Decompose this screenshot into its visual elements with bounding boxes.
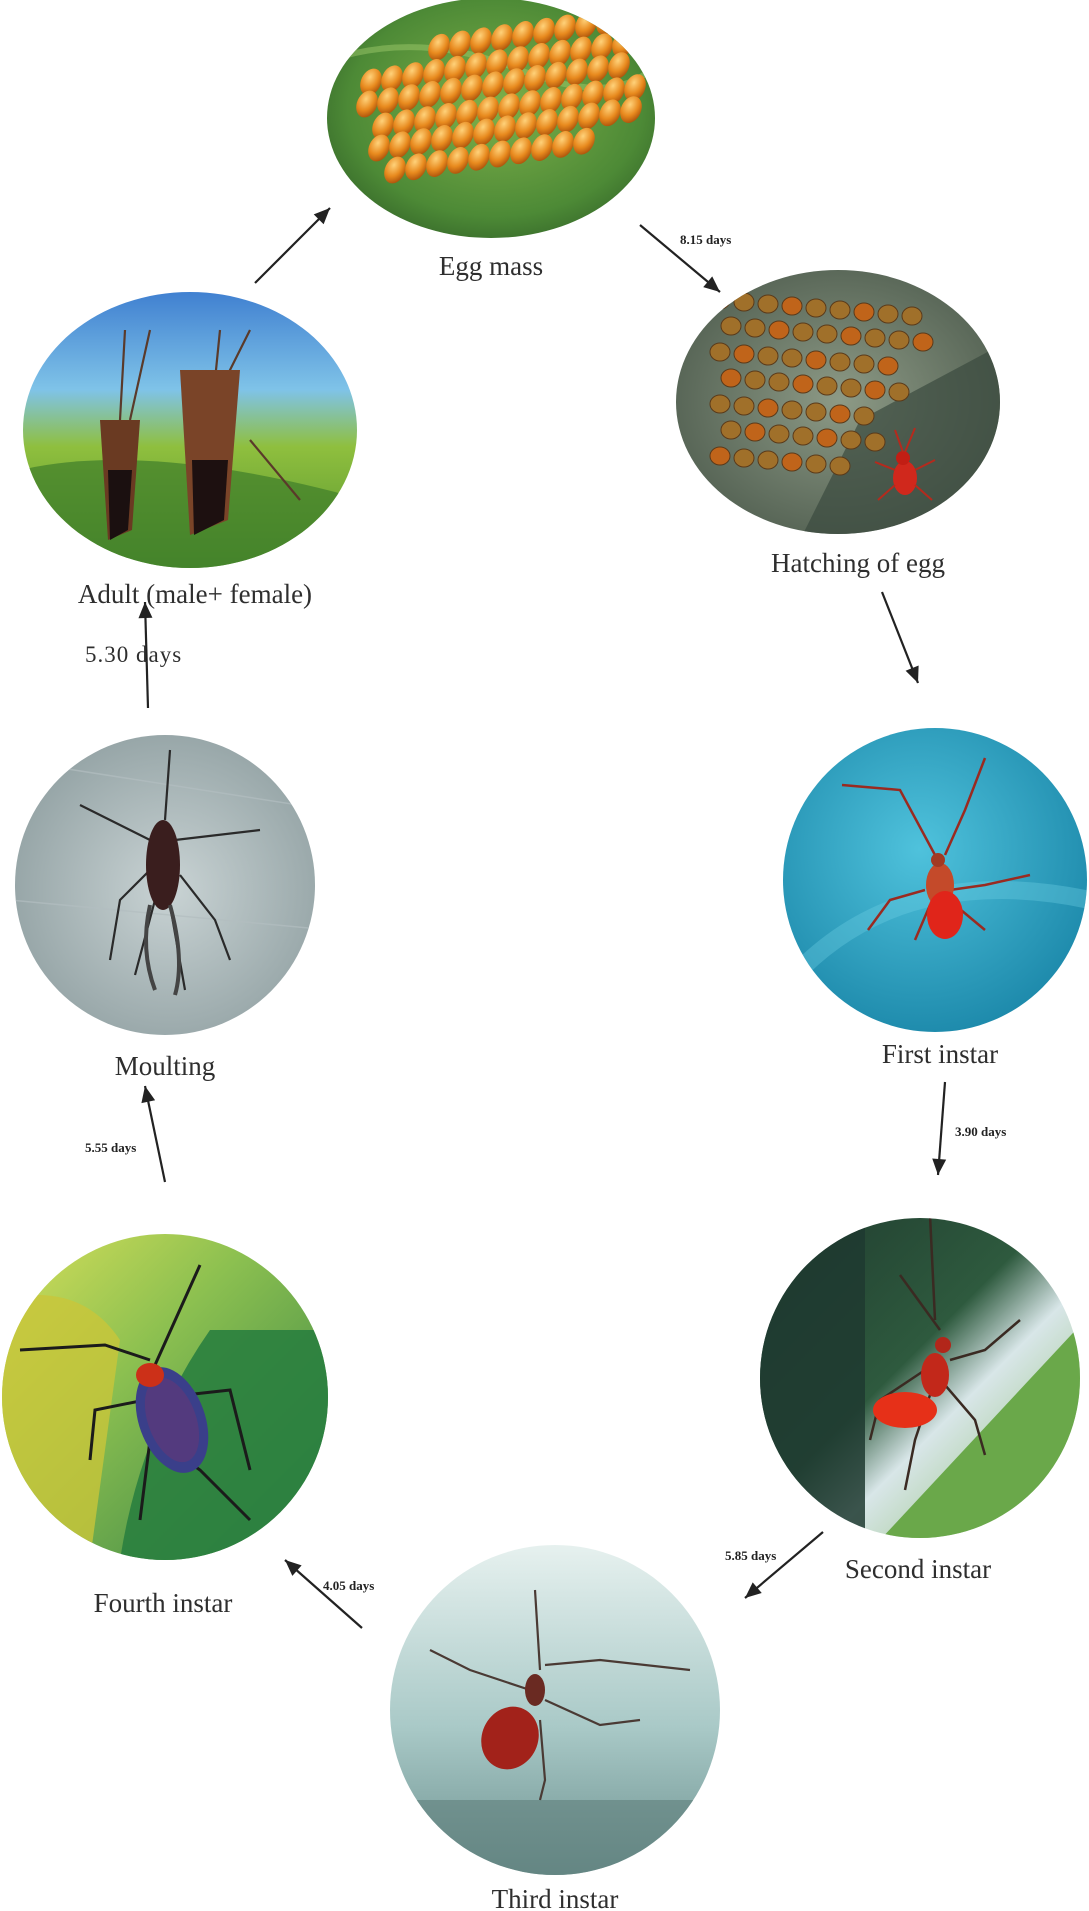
duration-fourth-to-moult: 5.55 days	[85, 1140, 136, 1155]
egg-shell	[721, 369, 741, 387]
egg-shell	[830, 405, 850, 423]
egg-shell	[902, 307, 922, 325]
adult-photo	[20, 290, 365, 575]
egg-shell	[806, 299, 826, 317]
egg-shell	[793, 375, 813, 393]
duration-moult-to-adult: 5.30 days	[85, 642, 182, 667]
egg-shell	[745, 371, 765, 389]
egg-shell	[913, 333, 933, 351]
egg-shell	[745, 319, 765, 337]
third-instar-photo	[385, 1540, 725, 1880]
label-adult: Adult (male+ female)	[78, 579, 312, 609]
egg-shell	[734, 397, 754, 415]
egg-shell	[830, 457, 850, 475]
egg-shell	[734, 345, 754, 363]
egg-shell	[769, 373, 789, 391]
egg-shell	[841, 431, 861, 449]
egg-shell	[782, 453, 802, 471]
fourth-instar-photo: 22	[0, 1230, 330, 1560]
egg-shell	[758, 295, 778, 313]
egg-shell	[745, 423, 765, 441]
egg-shell	[817, 429, 837, 447]
label-hatching: Hatching of egg	[771, 548, 945, 578]
egg-shell	[710, 395, 730, 413]
duration-second-to-third: 5.85 days	[725, 1548, 776, 1563]
egg-shell	[865, 329, 885, 347]
moulting-photo	[10, 730, 330, 1050]
first-instar-photo	[780, 725, 1089, 1035]
duration-third-to-fourth: 4.05 days	[323, 1578, 374, 1593]
egg-shell	[865, 433, 885, 451]
egg-shell	[854, 303, 874, 321]
egg-shell	[854, 355, 874, 373]
egg-shell	[817, 325, 837, 343]
egg-shell	[782, 297, 802, 315]
egg-shell	[806, 351, 826, 369]
egg-shell	[878, 357, 898, 375]
egg-shell	[782, 349, 802, 367]
egg-shell	[806, 455, 826, 473]
arrow-head-icon	[932, 1159, 946, 1175]
egg-shell	[817, 377, 837, 395]
egg-shell	[782, 401, 802, 419]
egg-shell	[710, 291, 730, 309]
label-first-instar: First instar	[882, 1039, 998, 1069]
duration-egg-to-hatch: 8.15 days	[680, 232, 731, 247]
egg-shell	[710, 447, 730, 465]
photo-mark: 22	[283, 1509, 295, 1521]
egg-shell	[878, 305, 898, 323]
egg-shell	[841, 327, 861, 345]
arrow-head-icon	[906, 666, 919, 683]
egg-shell	[721, 317, 741, 335]
second-instar-photo	[755, 1215, 1085, 1545]
egg-shell	[793, 427, 813, 445]
egg-shell	[734, 293, 754, 311]
label-second-instar: Second instar	[845, 1554, 991, 1584]
egg-shell	[830, 353, 850, 371]
egg-shell	[758, 399, 778, 417]
label-third-instar: Third instar	[492, 1884, 619, 1911]
egg-shell	[758, 451, 778, 469]
duration-first-to-second: 3.90 days	[955, 1124, 1006, 1139]
egg-shell	[889, 383, 909, 401]
egg-shell	[854, 407, 874, 425]
egg-shell	[793, 323, 813, 341]
egg-shell	[769, 425, 789, 443]
egg-shell	[721, 421, 741, 439]
egg-shell	[865, 381, 885, 399]
egg-shell	[758, 347, 778, 365]
egg-shell	[734, 449, 754, 467]
arrow-head-icon	[141, 1086, 155, 1103]
hatching-photo	[670, 260, 1010, 540]
egg-mass-photo	[320, 0, 670, 250]
egg-shell	[841, 379, 861, 397]
egg-shell	[806, 403, 826, 421]
label-fourth-instar: Fourth instar	[94, 1588, 233, 1618]
egg-shell	[830, 301, 850, 319]
egg-shell	[769, 321, 789, 339]
egg-shell	[889, 331, 909, 349]
label-moulting: Moulting	[115, 1051, 216, 1081]
egg-shell	[710, 343, 730, 361]
label-egg-mass: Egg mass	[439, 251, 543, 281]
